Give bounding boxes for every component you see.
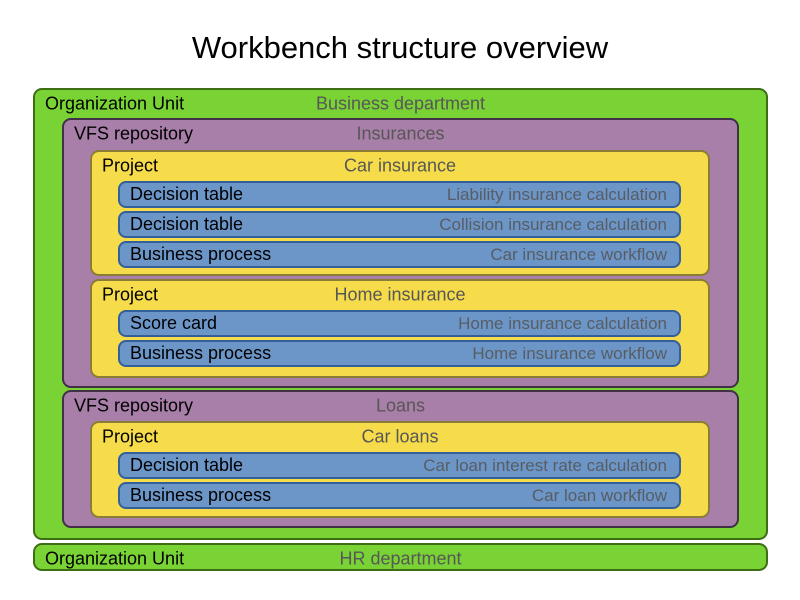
org-unit-name: Business department — [315, 93, 486, 114]
asset-type-label: Decision table — [130, 455, 244, 475]
asset-name: Home insurance workflow — [472, 343, 667, 363]
org-unit-header: Organization Unit HR department — [35, 545, 766, 573]
asset-type-label: Decision table — [130, 184, 244, 204]
asset-row-liability-insurance-calculation: Decision table Liability insurance calcu… — [118, 181, 681, 208]
repository-type-label: VFS repository — [74, 395, 194, 416]
project-type-label: Project — [102, 426, 159, 447]
asset-name: Car loan workflow — [531, 485, 667, 505]
asset-rows: Decision table Liability insurance calcu… — [118, 181, 681, 268]
project-name: Car loans — [361, 426, 439, 447]
project-box-home-insurance: Project Home insurance Score card Home i… — [90, 279, 710, 378]
project-header: Project Car loans — [92, 423, 708, 451]
org-unit-box-business-department: Organization Unit Business department VF… — [33, 88, 768, 540]
org-unit-type-label: Organization Unit — [45, 93, 185, 114]
vfs-repository-box-insurances: VFS repository Insurances Project Car in… — [62, 118, 739, 388]
diagram-title: Workbench structure overview — [191, 30, 609, 65]
asset-row-car-loan-workflow: Business process Car loan workflow — [118, 482, 681, 509]
org-unit-type-label: Organization Unit — [45, 548, 185, 569]
asset-name: Car insurance workflow — [490, 244, 667, 264]
org-unit-name: HR department — [339, 548, 462, 569]
repository-header: VFS repository Insurances — [64, 120, 737, 148]
asset-name: Home insurance calculation — [458, 313, 667, 333]
repository-type-label: VFS repository — [74, 123, 194, 144]
asset-type-label: Decision table — [130, 214, 244, 234]
project-box-car-insurance: Project Car insurance Decision table Lia… — [90, 150, 710, 276]
asset-type-label: Business process — [130, 485, 272, 505]
project-type-label: Project — [102, 155, 159, 176]
asset-name: Car loan interest rate calculation — [423, 455, 667, 475]
project-header: Project Home insurance — [92, 281, 708, 309]
repository-name: Insurances — [356, 123, 445, 144]
asset-rows: Decision table Car loan interest rate ca… — [118, 452, 681, 509]
project-type-label: Project — [102, 284, 159, 305]
project-name: Home insurance — [334, 284, 466, 305]
project-header: Project Car insurance — [92, 152, 708, 180]
asset-row-home-insurance-workflow: Business process Home insurance workflow — [118, 340, 681, 367]
asset-row-collision-insurance-calculation: Decision table Collision insurance calcu… — [118, 211, 681, 238]
asset-row-car-loan-interest-rate-calculation: Decision table Car loan interest rate ca… — [118, 452, 681, 479]
project-name: Car insurance — [343, 155, 457, 176]
repository-header: VFS repository Loans — [64, 392, 737, 420]
asset-rows: Score card Home insurance calculation Bu… — [118, 310, 681, 367]
project-box-car-loans: Project Car loans Decision table Car loa… — [90, 421, 710, 518]
vfs-repository-box-loans: VFS repository Loans Project Car loans D… — [62, 390, 739, 528]
asset-name: Collision insurance calculation — [439, 214, 667, 234]
asset-type-label: Business process — [130, 244, 272, 264]
org-unit-header: Organization Unit Business department — [35, 90, 766, 118]
asset-type-label: Score card — [130, 313, 218, 333]
asset-row-car-insurance-workflow: Business process Car insurance workflow — [118, 241, 681, 268]
asset-type-label: Business process — [130, 343, 272, 363]
repository-name: Loans — [375, 395, 426, 416]
asset-row-home-insurance-calculation: Score card Home insurance calculation — [118, 310, 681, 337]
org-unit-box-hr-department: Organization Unit HR department — [33, 543, 768, 571]
asset-name: Liability insurance calculation — [446, 184, 667, 204]
